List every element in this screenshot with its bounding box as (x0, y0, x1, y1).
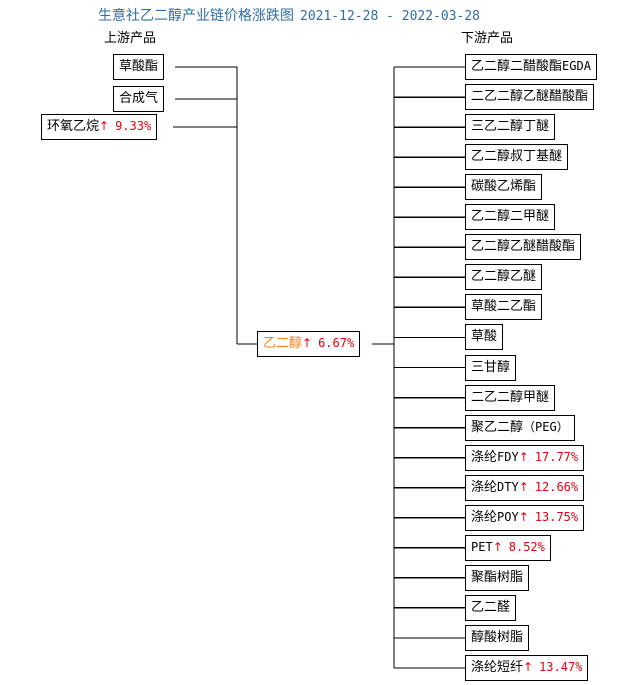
node-label-ascii: （PEG） (523, 419, 569, 434)
downstream-node[interactable]: 乙二醇乙醚醋酸酯 (465, 234, 582, 261)
downstream-node[interactable]: 乙二醇乙醚 (465, 264, 543, 291)
node-label: 草酸二乙酯 (471, 299, 537, 315)
downstream-node[interactable]: PET↑ 8.52% (465, 534, 551, 561)
node-label: 涤纶 (471, 479, 498, 495)
node-label: 聚酯树脂 (471, 569, 524, 585)
downstream-node[interactable]: 二乙二醇甲醚 (465, 384, 556, 411)
downstream-node[interactable]: 草酸 (465, 324, 504, 351)
node-label: 合成气 (119, 91, 159, 106)
up-arrow-icon: ↑ (523, 660, 534, 674)
node-label: 涤纶 (471, 449, 498, 465)
upstream-column-header: 上游产品 (104, 31, 157, 46)
node-label: 草酸 (471, 329, 498, 345)
chart-title-text: 生意社乙二醇产业链价格涨跌图 (98, 8, 294, 24)
upstream-node-oxalate[interactable]: 草酸酯 (113, 54, 165, 80)
downstream-node[interactable]: 乙二醇二甲醚 (465, 204, 556, 231)
downstream-node[interactable]: 涤纶DTY↑ 12.66% (465, 474, 585, 501)
node-label-ascii: POY (497, 509, 519, 524)
node-label: 三乙二醇丁醚 (471, 119, 550, 135)
upstream-node-ethylene-oxide[interactable]: 环氧乙烷↑ 9.33% (41, 114, 158, 140)
node-change-value: 6.67% (318, 336, 355, 350)
node-change-value: 12.66% (534, 479, 579, 494)
downstream-node[interactable]: 三甘醇 (465, 354, 517, 381)
downstream-node[interactable]: 乙二醇叔丁基醚 (465, 144, 569, 171)
node-label: 二乙二醇甲醚 (471, 389, 550, 405)
downstream-column-header: 下游产品 (461, 31, 514, 46)
node-change-value: 13.47% (539, 660, 583, 674)
downstream-node[interactable]: 涤纶短纤↑ 13.47% (465, 655, 589, 681)
downstream-node[interactable]: 三乙二醇丁醚 (465, 114, 556, 141)
downstream-node[interactable]: 乙二醇二醋酸酯EGDA (465, 54, 597, 80)
node-change-value: 13.75% (534, 509, 579, 524)
downstream-node[interactable]: 涤纶POY↑ 13.75% (465, 504, 585, 531)
node-label-ascii: PET (471, 539, 493, 554)
up-arrow-icon: ↑ (518, 479, 529, 494)
downstream-node[interactable]: 草酸二乙酯 (465, 294, 543, 321)
downstream-node[interactable]: 聚乙二醇（PEG） (465, 414, 575, 441)
upstream-node-syngas[interactable]: 合成气 (113, 86, 165, 112)
node-label: 环氧乙烷 (47, 119, 100, 134)
up-arrow-icon: ↑ (518, 449, 529, 464)
downstream-node[interactable]: 聚酯树脂 (465, 564, 530, 591)
node-change-value: 8.52% (508, 539, 545, 554)
downstream-node[interactable]: 乙二醛 (465, 594, 517, 621)
page-title: 生意社乙二醇产业链价格涨跌图 2021-12-28 - 2022-03-28 (98, 5, 480, 25)
node-label: 乙二醛 (471, 599, 511, 615)
downstream-node[interactable]: 涤纶FDY↑ 17.77% (465, 444, 585, 471)
node-label: 乙二醇二甲醚 (471, 209, 550, 225)
node-label: 碳酸乙烯酯 (471, 179, 537, 195)
node-label: 三甘醇 (471, 359, 511, 375)
node-label: 聚乙二醇 (471, 419, 524, 435)
node-label-ascii: EGDA (562, 59, 591, 73)
node-label: 涤纶 (471, 509, 498, 525)
node-change-value: 17.77% (534, 449, 579, 464)
node-change-value: 9.33% (115, 119, 152, 133)
node-label: 乙二醇乙醚醋酸酯 (471, 239, 576, 255)
downstream-node[interactable]: 碳酸乙烯酯 (465, 174, 543, 201)
node-label-ascii: FDY (497, 449, 519, 464)
node-label: 二乙二醇乙醚醋酸酯 (471, 89, 589, 105)
node-label: 乙二醇乙醚 (471, 269, 537, 285)
up-arrow-icon: ↑ (492, 539, 503, 554)
up-arrow-icon: ↑ (99, 119, 110, 133)
chart-date-range: 2021-12-28 - 2022-03-28 (300, 9, 481, 24)
node-label-ascii: DTY (497, 479, 519, 494)
node-label: 乙二醇 (263, 336, 303, 351)
downstream-node[interactable]: 醇酸树脂 (465, 624, 530, 651)
center-node-ethylene-glycol[interactable]: 乙二醇↑ 6.67% (257, 331, 361, 357)
up-arrow-icon: ↑ (302, 336, 313, 350)
up-arrow-icon: ↑ (518, 509, 529, 524)
node-label: 乙二醇叔丁基醚 (471, 149, 563, 165)
node-label: 乙二醇二醋酸酯 (471, 59, 563, 74)
node-label: 草酸酯 (119, 59, 159, 74)
node-label: 醇酸树脂 (471, 629, 524, 645)
node-label: 涤纶短纤 (471, 660, 524, 675)
downstream-node[interactable]: 二乙二醇乙醚醋酸酯 (465, 84, 595, 111)
